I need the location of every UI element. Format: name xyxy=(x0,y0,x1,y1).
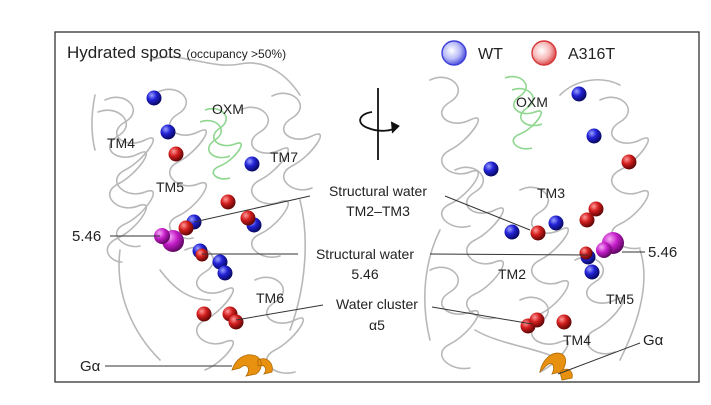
legend-wt-swatch xyxy=(441,40,467,66)
label-left-tm6: TM6 xyxy=(256,290,284,306)
a316t-water-sphere xyxy=(220,194,236,210)
label-right-galpha: Gα xyxy=(643,332,664,349)
left-panel-labels: OXM TM4 TM5 TM7 TM6 5.46 Gα xyxy=(72,101,298,375)
legend-a316t-label: A316T xyxy=(568,46,615,63)
rotation-arrow-icon xyxy=(359,88,400,160)
a316t-water-sphere xyxy=(556,314,572,330)
label-right-tm5: TM5 xyxy=(606,291,634,307)
a316t-water-sphere xyxy=(168,146,184,162)
label-left-546: 5.46 xyxy=(72,228,101,245)
legend-a316t-swatch xyxy=(531,40,557,66)
label-right-tm3: TM3 xyxy=(537,185,565,201)
wt-water-sphere xyxy=(571,86,587,102)
label-right-546: 5.46 xyxy=(648,244,677,261)
callout-structural-water-tm2-tm3-line1: Structural water xyxy=(329,183,427,199)
right-receptor-ribbon xyxy=(424,76,649,373)
callout-labels: Structural water TM2–TM3 Structural wate… xyxy=(316,183,427,333)
label-left-galpha: Gα xyxy=(80,358,101,375)
callout-lines xyxy=(105,195,645,375)
label-right-oxm: OXM xyxy=(516,94,548,110)
wt-water-sphere xyxy=(548,215,564,231)
callout-structural-water-546-line2: 5.46 xyxy=(351,266,378,282)
a316t-water-sphere xyxy=(530,225,546,241)
left-galpha-ribbon xyxy=(231,354,273,377)
right-water-spheres xyxy=(483,86,637,334)
wt-water-sphere xyxy=(504,224,520,240)
callout-structural-water-546-line1: Structural water xyxy=(316,246,414,262)
right-panel-labels: OXM TM3 TM2 TM5 TM4 5.46 Gα xyxy=(498,94,677,349)
label-left-tm5: TM5 xyxy=(156,179,184,195)
left-oxm-helix xyxy=(199,107,242,180)
figure-title-sub: (occupancy >50%) xyxy=(186,47,286,61)
callout-structural-water-tm2-tm3-line2: TM2–TM3 xyxy=(346,203,410,219)
wt-water-sphere xyxy=(244,156,260,172)
left-water-spheres xyxy=(146,90,262,330)
legend-wt-label: WT xyxy=(478,46,503,63)
wt-water-sphere xyxy=(584,264,600,280)
label-left-tm4: TM4 xyxy=(107,135,135,151)
a316t-water-sphere xyxy=(195,248,209,262)
a316t-water-sphere xyxy=(178,220,194,236)
figure-title: Hydrated spots (occupancy >50%) xyxy=(67,43,286,62)
a316t-water-sphere xyxy=(529,312,545,328)
right-galpha-ribbon xyxy=(539,352,573,381)
a316t-water-sphere xyxy=(588,201,604,217)
a316t-water-sphere xyxy=(579,246,593,260)
label-right-tm4: TM4 xyxy=(563,332,591,348)
callout-water-cluster-line1: Water cluster xyxy=(336,296,418,312)
residue-546-sphere xyxy=(596,242,612,258)
wt-water-sphere xyxy=(146,90,162,106)
label-left-oxm: OXM xyxy=(212,101,244,117)
callout-water-cluster-line2: α5 xyxy=(369,317,385,333)
a316t-water-sphere xyxy=(196,306,212,322)
wt-water-sphere xyxy=(483,161,499,177)
wt-water-sphere xyxy=(217,265,233,281)
a316t-water-sphere xyxy=(240,210,256,226)
a316t-water-sphere xyxy=(579,212,595,228)
wt-water-sphere xyxy=(586,128,602,144)
legend: WT A316T xyxy=(441,40,615,66)
wt-water-sphere xyxy=(160,124,176,140)
a316t-water-sphere xyxy=(228,314,244,330)
right-oxm-helix xyxy=(504,75,543,150)
label-left-tm7: TM7 xyxy=(270,149,298,165)
residue-546-sphere xyxy=(154,228,170,244)
a316t-water-sphere xyxy=(621,154,637,170)
figure-title-main: Hydrated spots xyxy=(67,43,181,62)
label-right-tm2: TM2 xyxy=(498,266,526,282)
